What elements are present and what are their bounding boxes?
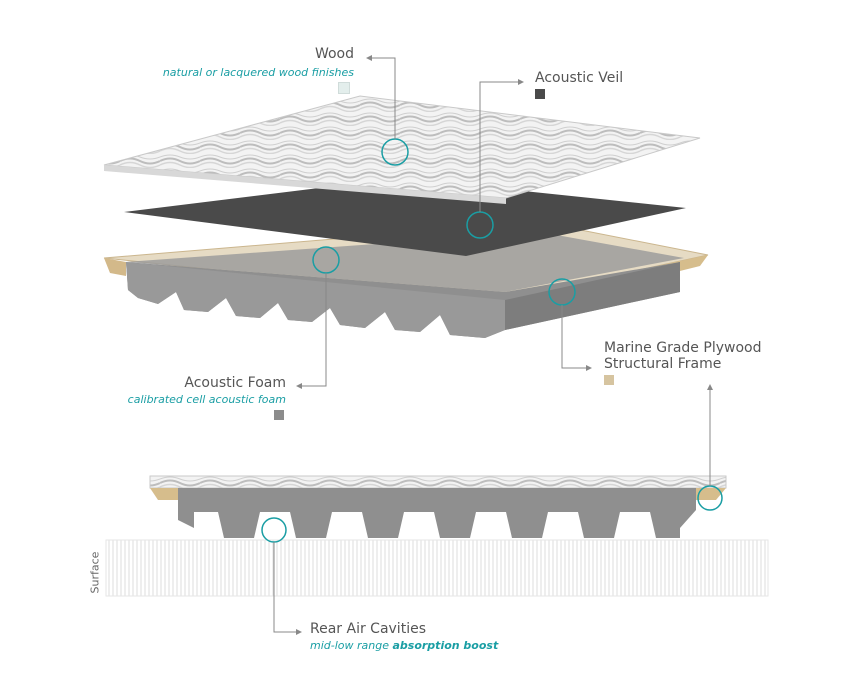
foam-swatch bbox=[274, 410, 284, 420]
cavities-leader-arrow bbox=[296, 629, 302, 635]
wood-leader-arrow bbox=[366, 55, 372, 61]
cavities-sublabel-prefix: mid-low range bbox=[310, 639, 393, 652]
veil-label: Acoustic Veil bbox=[535, 70, 624, 86]
foam-leader-arrow bbox=[296, 383, 302, 389]
foam-sublabel: calibrated cell acoustic foam bbox=[127, 393, 286, 406]
surface-block bbox=[105, 539, 769, 597]
acoustic-veil-layer bbox=[124, 178, 686, 256]
foam-label: Acoustic Foam bbox=[184, 375, 286, 391]
wood-swatch bbox=[338, 82, 350, 94]
cavities-sublabel: mid-low range absorption boost bbox=[310, 639, 498, 652]
cavities-callout-circle bbox=[261, 517, 287, 543]
wood-layer bbox=[103, 95, 701, 199]
plywood-swatch bbox=[604, 375, 614, 385]
foam-right-face bbox=[505, 262, 680, 330]
assembled-plywood-left bbox=[150, 488, 178, 500]
assembled-plywood-right bbox=[696, 488, 726, 500]
foam-leader-line bbox=[300, 273, 327, 387]
wood-label: Wood bbox=[314, 46, 354, 62]
plywood-frame-left-edge bbox=[104, 258, 126, 276]
assembled-wood bbox=[149, 475, 727, 489]
plywood-label-line1: Marine Grade Plywood bbox=[604, 340, 762, 356]
plywood-leader-arrow bbox=[586, 365, 592, 371]
plywood-leader-line bbox=[561, 305, 588, 369]
veil-swatch bbox=[535, 89, 545, 99]
foam-front-face bbox=[126, 262, 505, 338]
cavities-leader-line bbox=[273, 542, 298, 633]
cavities-sublabel-bold: absorption boost bbox=[392, 639, 499, 652]
wood-sublabel: natural or lacquered wood finishes bbox=[162, 66, 354, 79]
veil-leader-line bbox=[479, 81, 520, 212]
surface-label: Surface bbox=[88, 551, 102, 594]
plywood-frame-inner bbox=[126, 232, 684, 292]
cavities-label: Rear Air Cavities bbox=[310, 621, 426, 637]
veil-leader-arrow bbox=[518, 79, 524, 85]
plywood-assembled-leader-arrow bbox=[707, 384, 713, 390]
wood-layer-edge bbox=[104, 165, 506, 204]
assembled-foam bbox=[178, 488, 696, 538]
wood-leader-line bbox=[370, 57, 396, 139]
plywood-label-line2: Structural Frame bbox=[604, 356, 722, 372]
